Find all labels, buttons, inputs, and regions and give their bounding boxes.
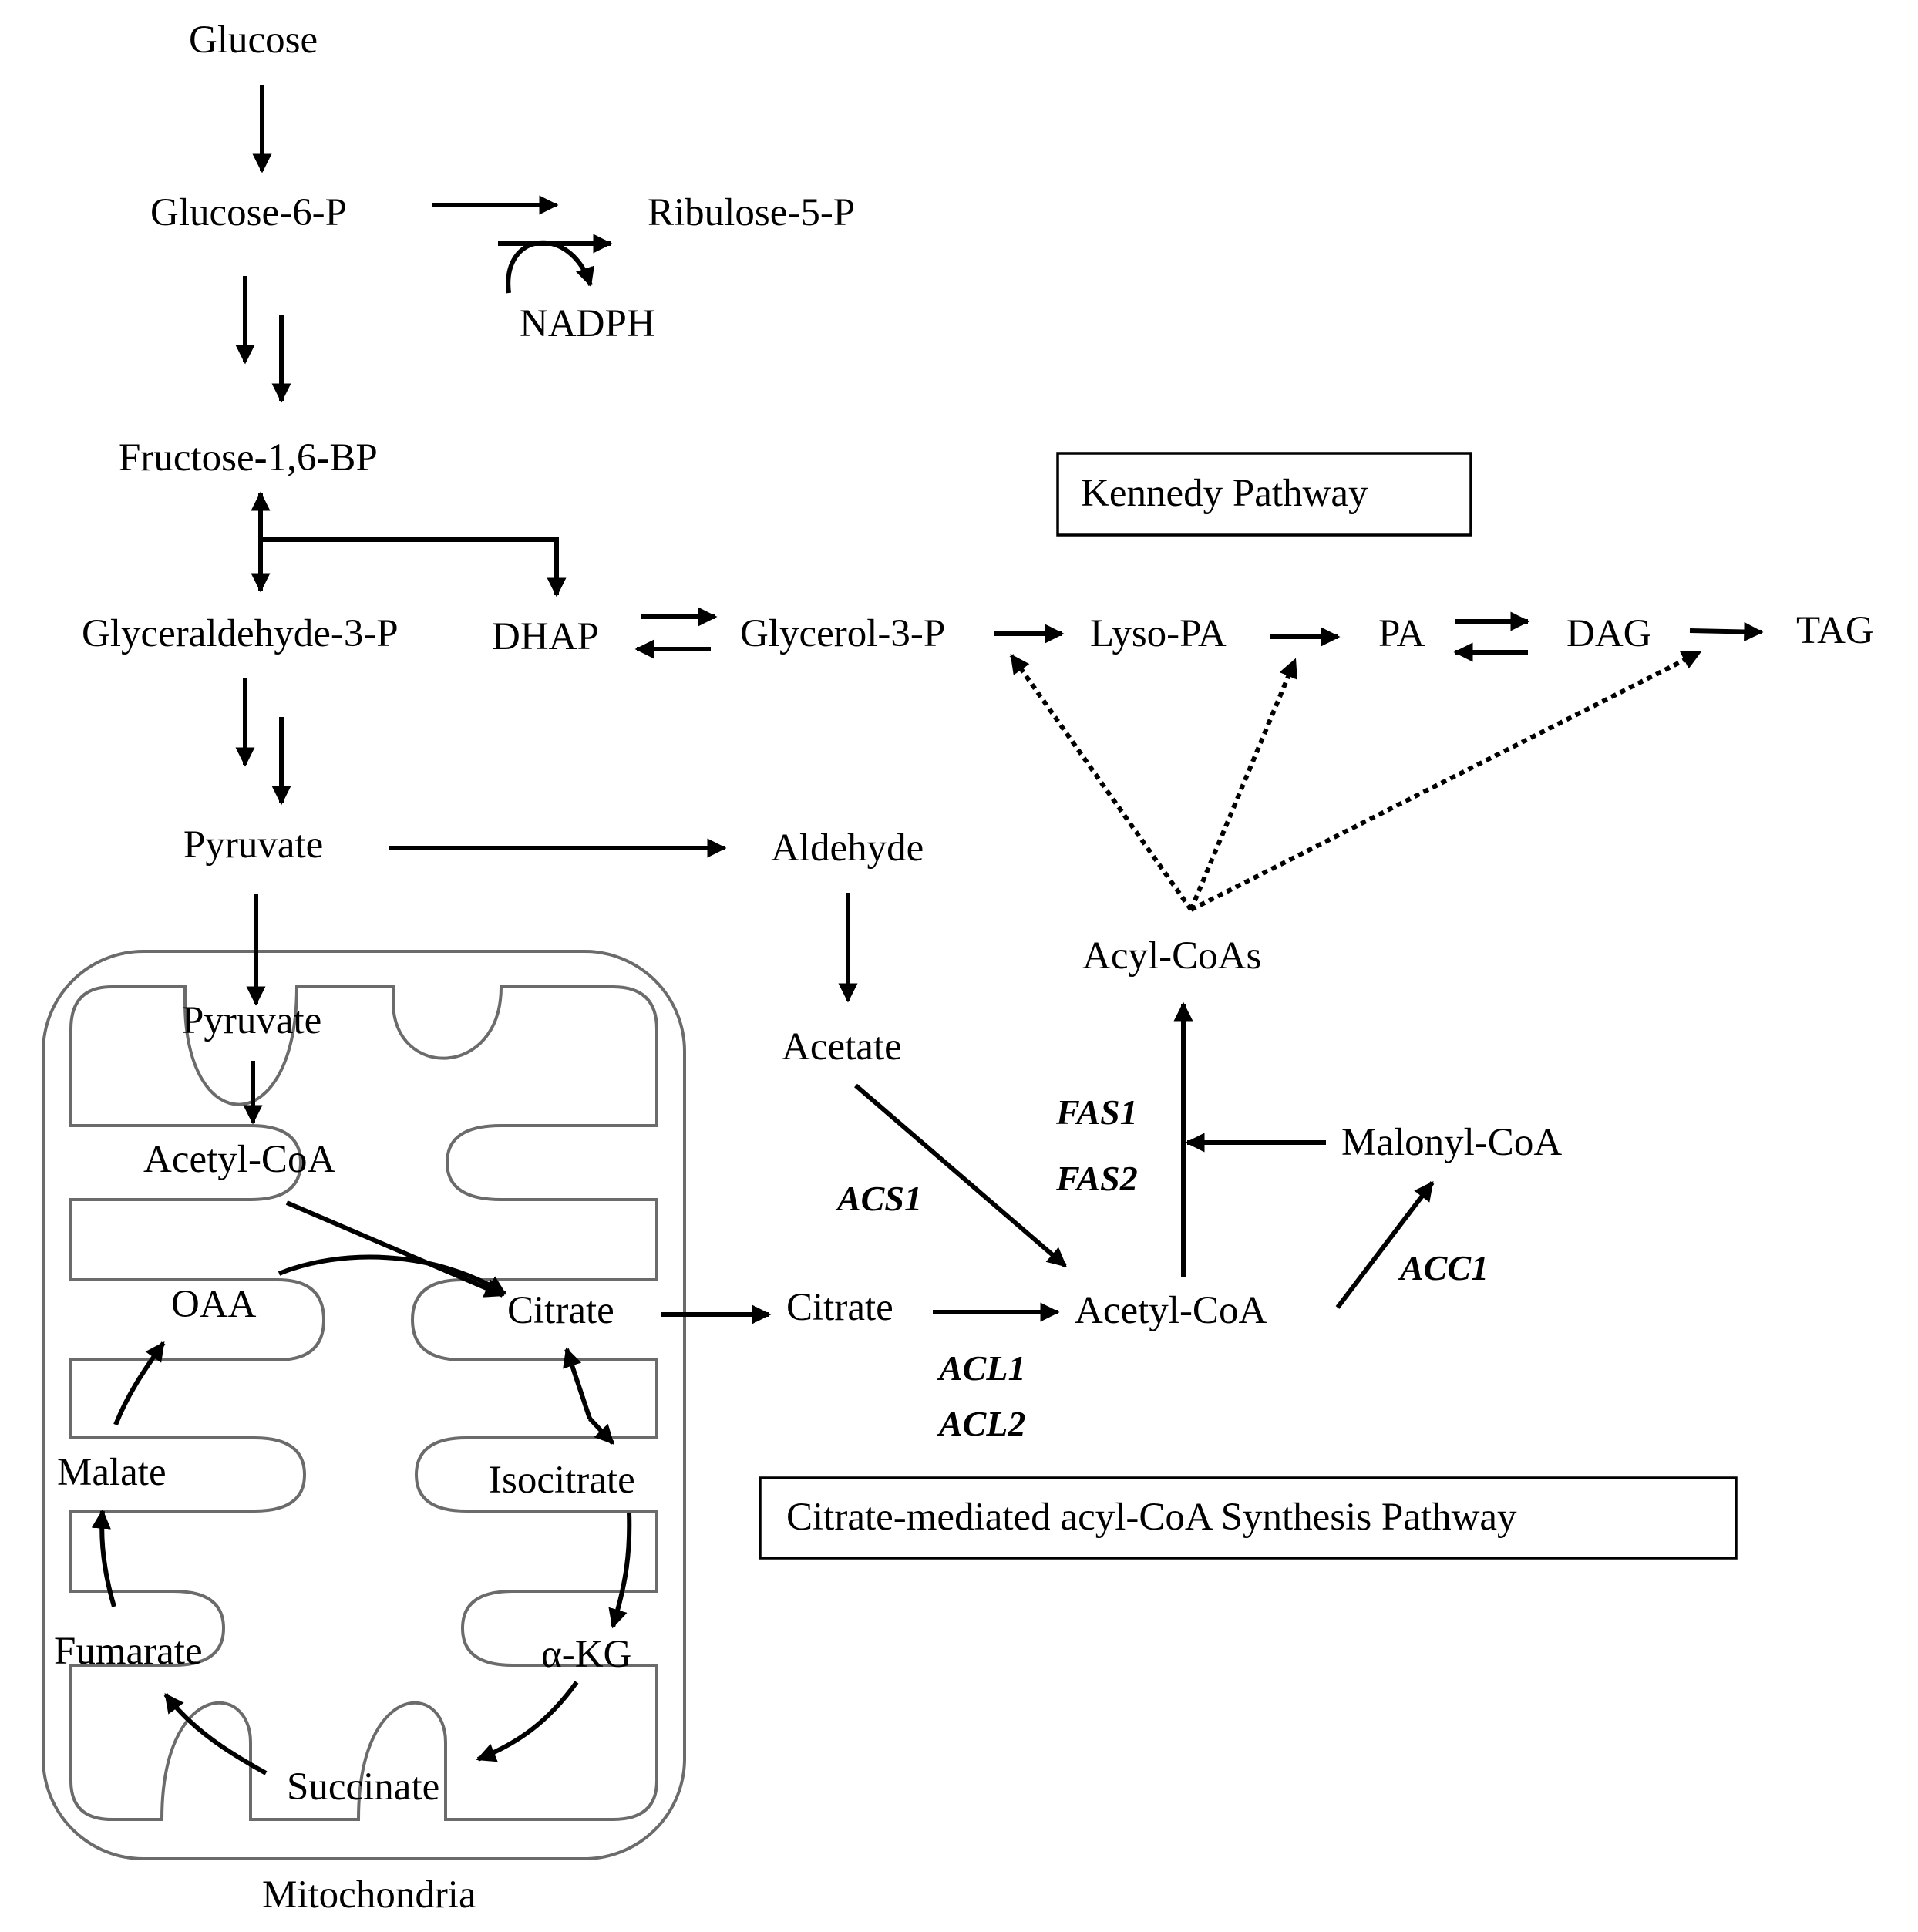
dotted-acylcoa-to-glycerol3p xyxy=(1009,653,1193,911)
label-pyruvate: Pyruvate xyxy=(183,823,323,867)
label-fructose-1-6-bp: Fructose-1,6-BP xyxy=(119,436,378,480)
citrate-pathway-box xyxy=(759,1476,1738,1560)
acylcoa-synthesis-arrows xyxy=(661,1001,1435,1324)
kennedy-arrows xyxy=(634,607,1764,912)
kennedy-pathway-box xyxy=(1056,452,1472,537)
arrow-isocitrate-to-akg xyxy=(608,1512,632,1629)
label-mito-pyruvate: Pyruvate xyxy=(182,999,321,1042)
enzyme-fas2: FAS2 xyxy=(1055,1159,1138,1198)
enzyme-acl1: ACL1 xyxy=(937,1348,1025,1388)
arrow-acetylcoa-to-malonylcoa xyxy=(1335,1180,1435,1309)
label-acetyl-coa-cytosol: Acetyl-CoA xyxy=(1075,1289,1267,1332)
label-nadph: NADPH xyxy=(520,302,655,345)
label-mito-citrate: Citrate xyxy=(507,1289,614,1332)
arrow-acetate-to-acetylcoa xyxy=(854,1083,1067,1268)
label-dag: DAG xyxy=(1566,612,1652,655)
dotted-acylcoa-to-lysopa xyxy=(1189,658,1297,911)
arrow-malate-to-oaa xyxy=(113,1341,166,1426)
label-glycerol-3-p: Glycerol-3-P xyxy=(740,612,945,655)
label-dhap: DHAP xyxy=(492,615,599,658)
label-lyso-pa: Lyso-PA xyxy=(1090,612,1227,655)
mitochondrion-inner-membrane xyxy=(69,985,658,1821)
label-aldehyde: Aldehyde xyxy=(771,826,924,870)
arrow-fumarate-to-malate xyxy=(91,1509,116,1607)
label-succinate: Succinate xyxy=(287,1765,439,1809)
label-fumarate: Fumarate xyxy=(54,1630,203,1673)
arrow-dag-to-tag xyxy=(1689,621,1764,642)
arrow-acetylcoa-to-citrate xyxy=(285,1200,505,1298)
label-glucose: Glucose xyxy=(189,19,318,62)
label-mito-acetyl-coa: Acetyl-CoA xyxy=(143,1138,335,1181)
arrow-oaa-to-citrate xyxy=(278,1254,507,1296)
label-acyl-coas: Acyl-CoAs xyxy=(1082,934,1261,978)
arrow-akg-to-succinate xyxy=(476,1681,579,1762)
enzyme-acc1: ACC1 xyxy=(1398,1248,1489,1287)
tca-arrows xyxy=(91,894,632,1775)
label-glucose-6-p: Glucose-6-P xyxy=(150,191,347,234)
arrow-nadph-curve xyxy=(506,241,594,294)
label-alpha-kg: α-KG xyxy=(541,1633,631,1676)
label-ribulose-5-p: Ribulose-5-P xyxy=(648,191,855,234)
label-isocitrate: Isocitrate xyxy=(489,1459,635,1502)
mitochondrion-outer-membrane xyxy=(42,950,686,1860)
enzyme-acl2: ACL2 xyxy=(937,1404,1025,1443)
kennedy-pathway-label: Kennedy Pathway xyxy=(1081,472,1368,515)
arrow-f16bp-to-dhap xyxy=(261,537,567,597)
enzyme-fas1: FAS1 xyxy=(1055,1092,1138,1132)
arrow-isocitrate-to-citrate xyxy=(563,1347,592,1419)
label-malonyl-coa: Malonyl-CoA xyxy=(1341,1121,1562,1164)
label-tag: TAG xyxy=(1796,609,1874,652)
glycolysis-arrows xyxy=(235,85,858,1003)
label-pa: PA xyxy=(1378,612,1425,655)
label-acetate: Acetate xyxy=(782,1025,902,1069)
label-mitochondria: Mitochondria xyxy=(262,1873,476,1917)
label-oaa: OAA xyxy=(171,1283,257,1326)
arrow-citrate-to-isocitrate xyxy=(587,1416,615,1446)
mitochondrion-outline xyxy=(42,950,686,1860)
arrow-succinate-to-fumarate xyxy=(163,1692,268,1775)
enzyme-acs1: ACS1 xyxy=(835,1179,922,1218)
label-malate: Malate xyxy=(57,1451,167,1494)
label-glyceraldehyde-3-p: Glyceraldehyde-3-P xyxy=(82,612,399,655)
dotted-acylcoa-to-dag xyxy=(1189,650,1702,912)
label-citrate-cytosol: Citrate xyxy=(786,1286,893,1329)
citrate-pathway-label: Citrate-mediated acyl-CoA Synthesis Path… xyxy=(786,1496,1517,1539)
